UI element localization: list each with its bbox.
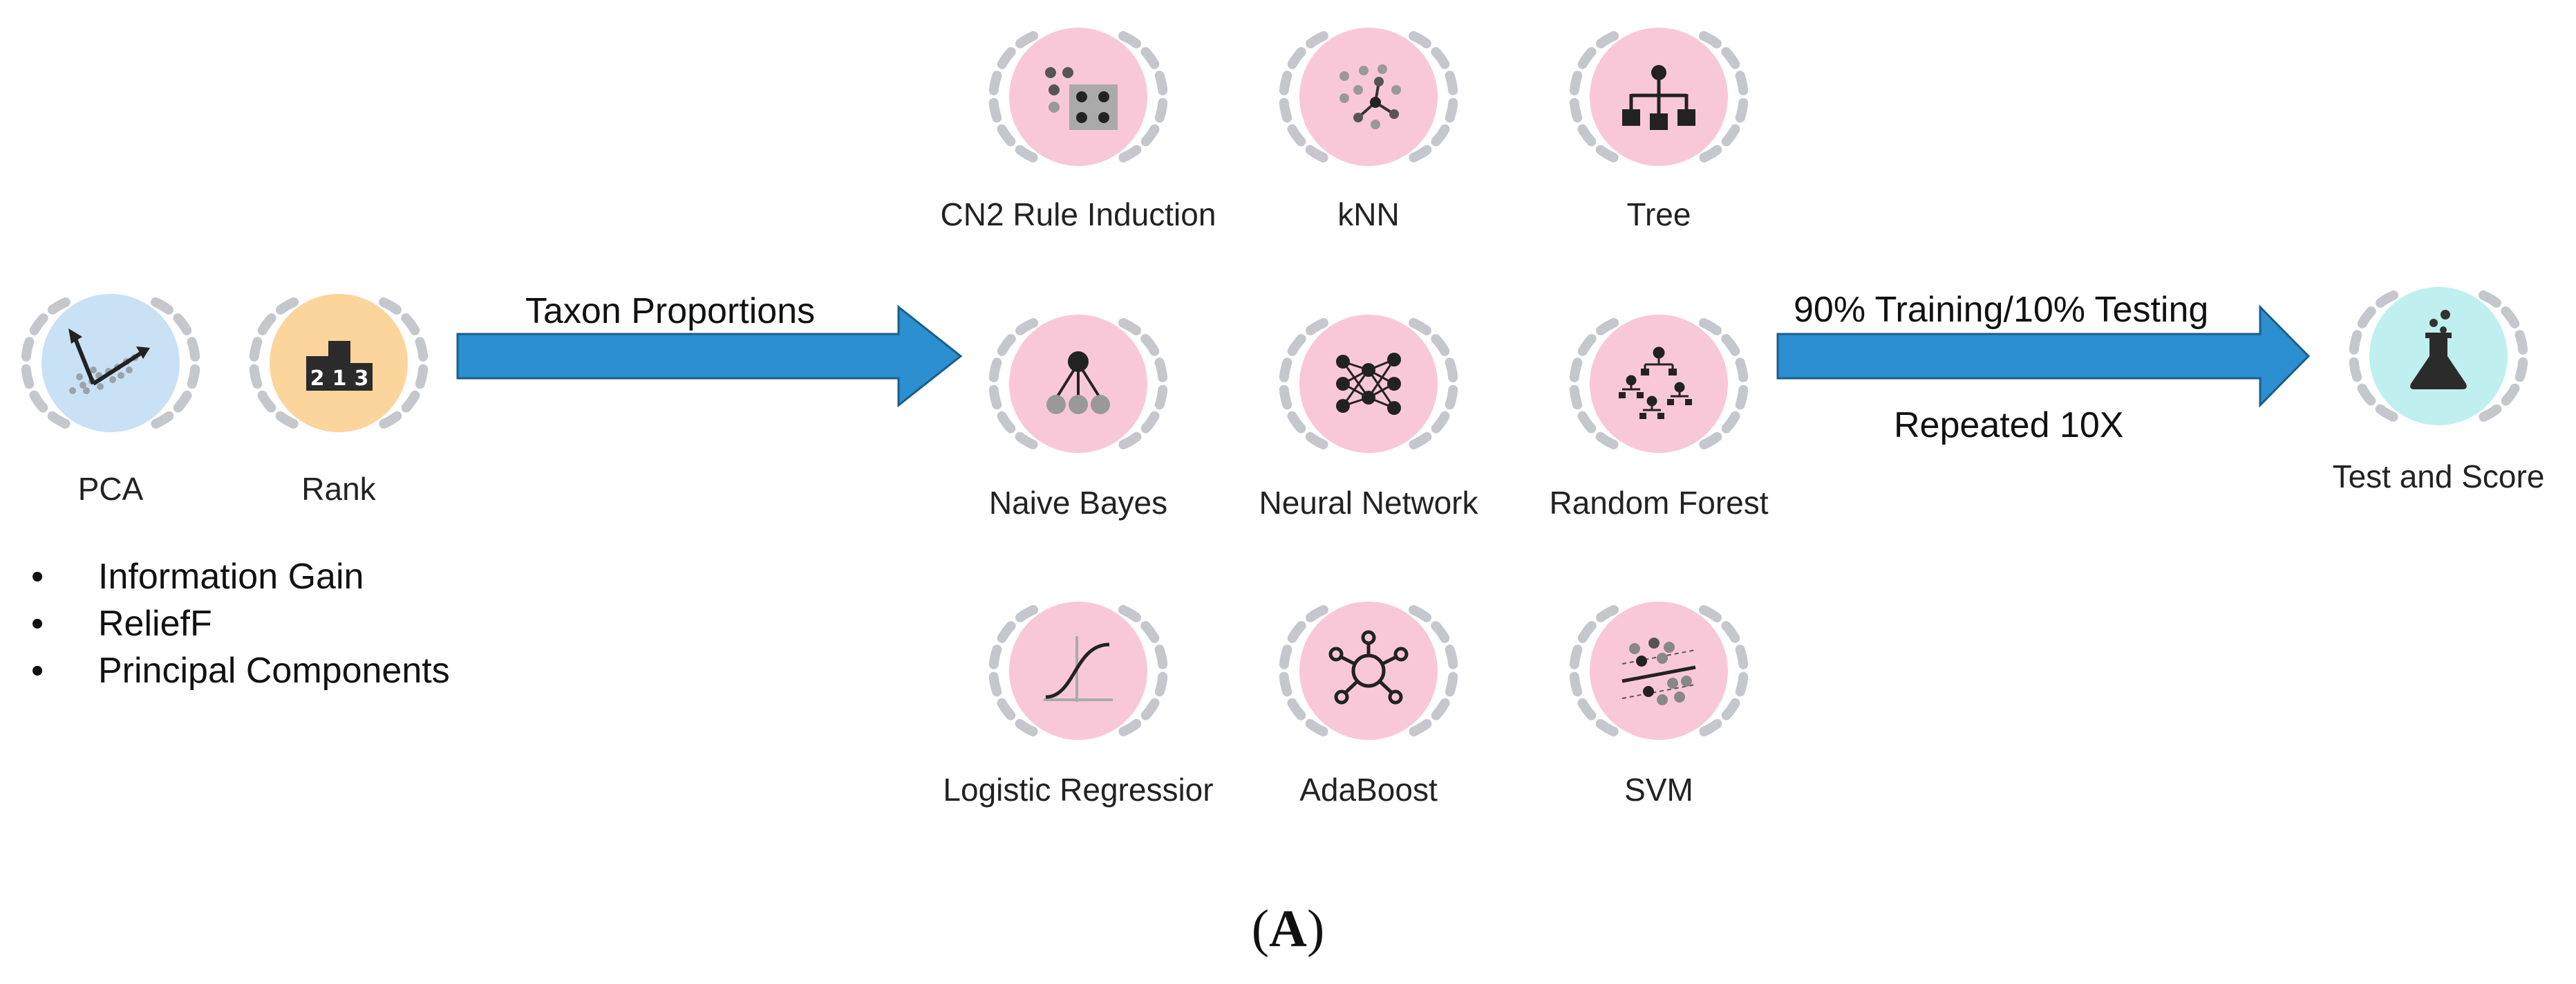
naive-bayes-widget[interactable] (985, 308, 1172, 460)
repeated-label: Repeated 10X (1894, 405, 2124, 445)
random-forest-icon (1619, 346, 1692, 419)
svm-widget[interactable] (1566, 595, 1752, 747)
neural-network-icon (1336, 353, 1401, 415)
feature-selection-methods: Information Gain ReliefF Principal Compo… (31, 553, 450, 694)
rank-widget[interactable]: 2 1 3 (245, 287, 432, 439)
rank-icon: 2 1 3 (306, 341, 373, 391)
svg-text:3: 3 (355, 366, 369, 391)
logistic-regression-widget[interactable] (985, 595, 1172, 747)
logistic-regression-label: Logistic Regressior (943, 772, 1214, 808)
pca-label: PCA (77, 471, 144, 507)
svg-text:1: 1 (332, 366, 347, 391)
cn2-rule-induction-widget[interactable] (985, 21, 1172, 173)
training-testing-label: 90% Training/10% Testing (1794, 290, 2209, 330)
cn2-rule-induction-icon (1045, 67, 1118, 130)
cn2-rule-induction-label: CN2 Rule Induction (940, 196, 1216, 232)
svg-text:2: 2 (310, 366, 325, 391)
knn-icon (1339, 64, 1401, 129)
test-and-score-label: Test and Score (2332, 458, 2545, 494)
neural-network-widget[interactable] (1275, 308, 1462, 460)
method-information-gain: Information Gain (31, 553, 450, 600)
taxon-proportions-arrow (456, 304, 963, 408)
knn-label: kNN (1337, 196, 1400, 232)
svm-label: SVM (1624, 772, 1693, 808)
panel-label-letter: A (1269, 900, 1307, 958)
panel-label: (A) (0, 899, 2576, 959)
method-principal-components: Principal Components (31, 647, 450, 694)
adaboost-widget[interactable] (1275, 595, 1462, 747)
panel-label-open: ( (1251, 900, 1270, 958)
pca-icon (68, 328, 150, 394)
naive-bayes-icon (1046, 351, 1110, 414)
tree-icon (1622, 65, 1695, 130)
adaboost-label: AdaBoost (1299, 772, 1438, 808)
rank-label: Rank (301, 471, 376, 507)
neural-network-label: Neural Network (1259, 485, 1478, 521)
panel-label-close: ) (1306, 900, 1325, 958)
adaboost-icon (1328, 630, 1409, 705)
taxon-proportions-label: Taxon Proportions (525, 291, 816, 331)
training-testing-arrow (1776, 304, 2311, 408)
logistic-regression-icon (1044, 636, 1113, 702)
svm-icon (1621, 638, 1696, 705)
test-and-score-icon (2410, 310, 2467, 389)
test-and-score-widget[interactable] (2345, 280, 2532, 432)
pca-widget[interactable] (17, 287, 204, 439)
method-relieff: ReliefF (31, 600, 450, 647)
naive-bayes-label: Naive Bayes (988, 485, 1168, 521)
tree-widget[interactable] (1566, 21, 1752, 173)
random-forest-widget[interactable] (1566, 308, 1752, 460)
knn-widget[interactable] (1275, 21, 1462, 173)
random-forest-label: Random Forest (1549, 485, 1769, 521)
tree-label: Tree (1626, 196, 1691, 232)
